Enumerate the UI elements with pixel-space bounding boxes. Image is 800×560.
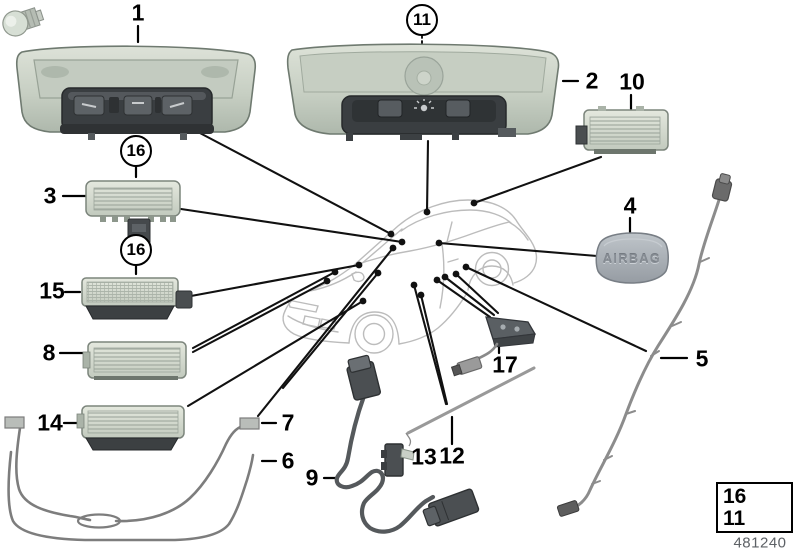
callout-4[interactable]: 4 (623, 192, 637, 219)
drawing-number: 481240 (733, 534, 787, 552)
legend-number-11: 11 (723, 506, 746, 530)
wedge-bulb-icon (2, 7, 45, 37)
lamp-part-8 (82, 341, 187, 380)
leader-lines (179, 130, 648, 418)
lead-part-12 (406, 366, 536, 435)
callout-13[interactable]: 13 (411, 443, 437, 470)
callout-17[interactable]: 17 (492, 351, 518, 378)
lamp-part-10 (575, 106, 669, 154)
airbag-emblem-text: AIRBAG (602, 252, 662, 266)
callout-7[interactable]: 7 (281, 409, 295, 436)
callout-12[interactable]: 12 (439, 442, 465, 469)
cable-part-6 (7, 450, 255, 542)
callout-16-circled-b[interactable]: 16 (120, 234, 152, 266)
bulb-socket-part-13 (381, 432, 415, 477)
callout-14[interactable]: 14 (37, 409, 63, 436)
lamp-part-3 (85, 180, 181, 245)
callout-6[interactable]: 6 (281, 447, 295, 474)
lamp-part-14 (76, 405, 185, 451)
bulb-legend-box: 16 11 (716, 482, 793, 533)
cable-part-7 (4, 416, 260, 529)
callout-3[interactable]: 3 (43, 182, 57, 209)
wiring-harness-part-5 (556, 173, 733, 517)
callout-8[interactable]: 8 (42, 339, 56, 366)
callout-2[interactable]: 2 (585, 67, 599, 94)
roof-console-rear (286, 43, 560, 141)
reading-light-icon (414, 99, 434, 112)
callout-9[interactable]: 9 (305, 464, 319, 491)
callout-15[interactable]: 15 (39, 277, 65, 304)
location-dots (323, 199, 478, 305)
legend-number-16: 16 (723, 485, 747, 509)
callout-16-circled-a[interactable]: 16 (120, 135, 152, 167)
lamp-part-17 (450, 316, 537, 377)
roof-console-front (15, 45, 257, 140)
lamp-part-15 (81, 277, 193, 320)
airbag-emblem (595, 232, 669, 284)
callout-10[interactable]: 10 (619, 68, 645, 95)
callout-11-circled[interactable]: 11 (406, 4, 438, 36)
callout-5[interactable]: 5 (695, 345, 709, 372)
callout-1[interactable]: 1 (131, 0, 145, 26)
cable-part-9 (334, 354, 480, 534)
